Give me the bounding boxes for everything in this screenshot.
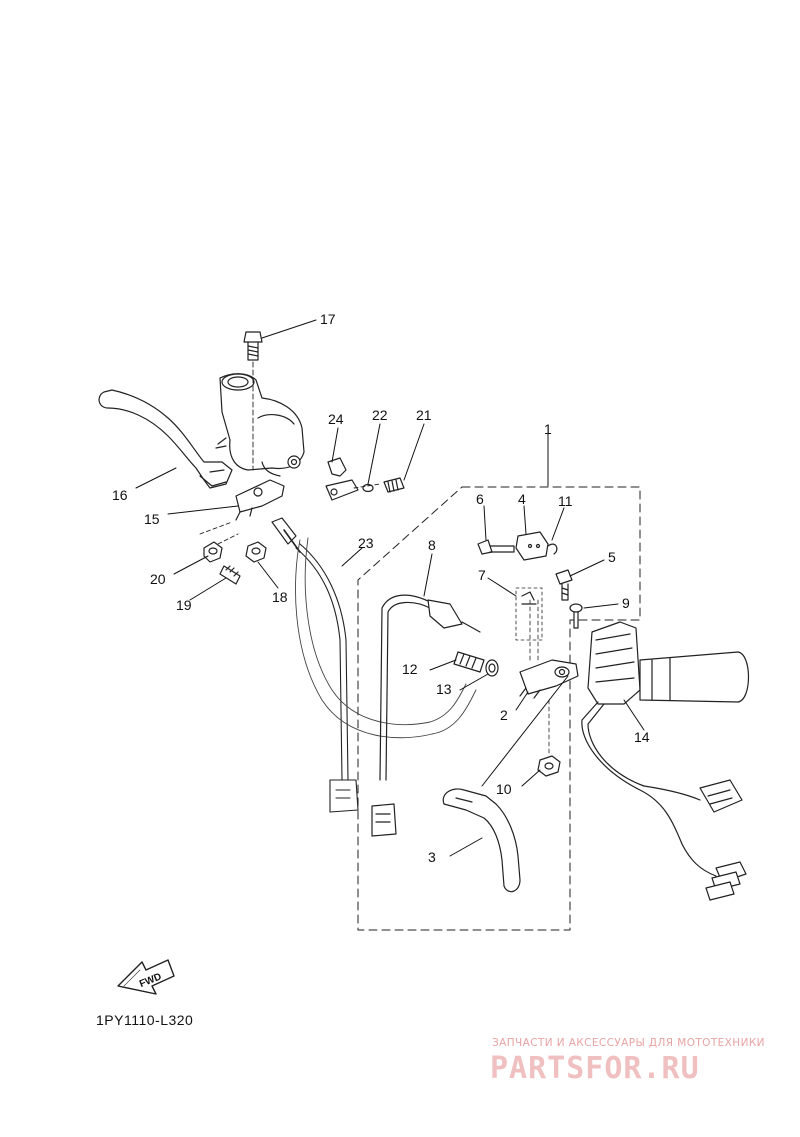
right-lever-assembly [371, 531, 749, 901]
callout-21: 21 [416, 407, 432, 423]
callout-4: 4 [518, 491, 526, 507]
leader-lines [135, 319, 645, 857]
callout-1: 1 [544, 421, 552, 437]
callout-6: 6 [476, 491, 484, 507]
callout-5: 5 [608, 549, 616, 565]
callout-16: 16 [112, 487, 128, 503]
callout-13: 13 [436, 681, 452, 697]
wire-routing-loop [295, 537, 477, 739]
callout-15: 15 [144, 511, 160, 527]
callout-17: 17 [320, 311, 336, 327]
left-lever-assembly [98, 331, 405, 585]
callout-7: 7 [478, 567, 486, 583]
watermark-tagline: ЗАПЧАСТИ И АКСЕССУАРЫ ДЛЯ МОТОТЕХНИКИ [492, 1037, 765, 1049]
callout-12: 12 [402, 661, 418, 677]
callout-10: 10 [496, 781, 512, 797]
callout-3: 3 [428, 849, 436, 865]
assembly-outline-1 [357, 486, 641, 931]
callout-22: 22 [372, 407, 388, 423]
callout-19: 19 [176, 597, 192, 613]
callout-11: 11 [558, 493, 573, 509]
callout-2: 2 [500, 707, 508, 723]
callout-14: 14 [634, 729, 650, 745]
callout-numbers: 17 16 15 20 19 18 24 22 21 23 8 1 6 4 11… [112, 311, 650, 865]
callout-24: 24 [328, 411, 344, 427]
callout-20: 20 [150, 571, 166, 587]
diagram-code: 1PY1110-L320 [96, 1012, 194, 1028]
watermark-logo: PARTSFOR.RU [490, 1051, 700, 1086]
callout-8: 8 [428, 537, 436, 553]
fwd-arrow-icon: FWD [117, 959, 175, 995]
callout-18: 18 [272, 589, 288, 605]
callout-23: 23 [358, 535, 374, 551]
switch-cable-23 [295, 543, 359, 813]
callout-9: 9 [622, 595, 630, 611]
